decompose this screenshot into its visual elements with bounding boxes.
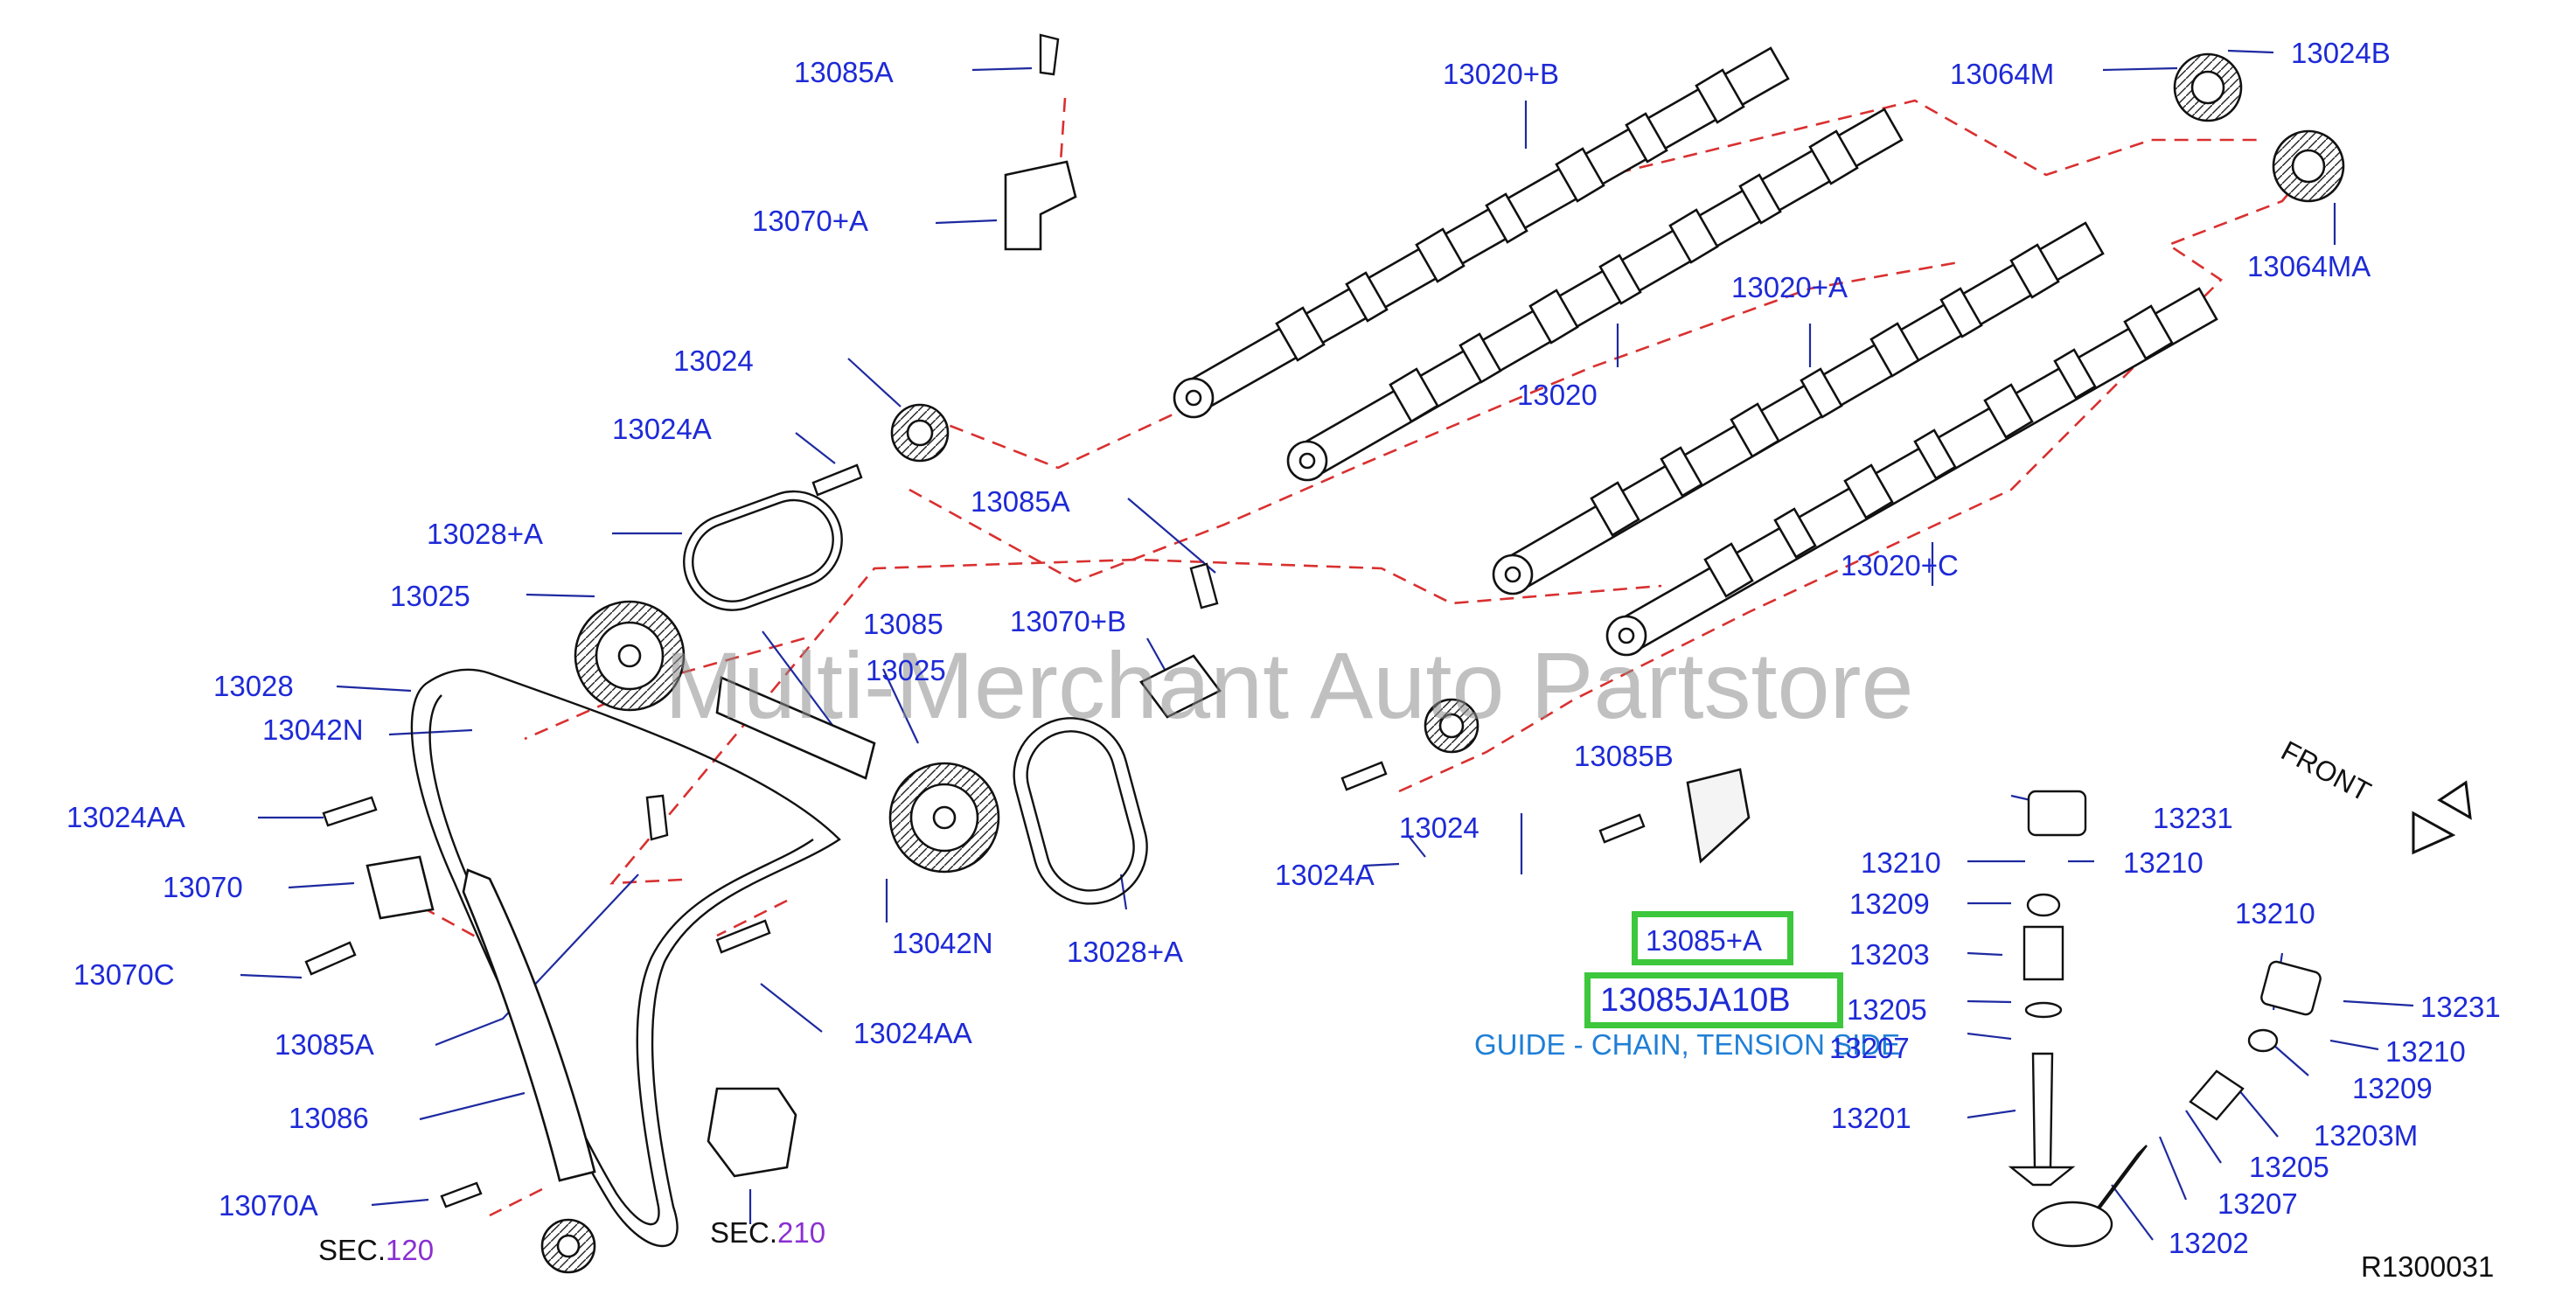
guide-13086 <box>462 868 596 1182</box>
label-13209-a[interactable]: 13209 <box>1849 888 1930 920</box>
label-13020pA[interactable]: 13020+A <box>1731 271 1848 303</box>
sprockets <box>540 52 2345 1274</box>
watermark-text: Multi-Merchant Auto Partstore <box>665 632 1914 738</box>
label-13020[interactable]: 13020 <box>1517 379 1598 411</box>
label-13070pA[interactable]: 13070+A <box>752 205 869 237</box>
valve-train <box>2008 790 2322 1248</box>
label-13205-b[interactable]: 13205 <box>2249 1151 2329 1183</box>
label-13025-left[interactable]: 13025 <box>390 580 470 612</box>
label-13210-b[interactable]: 13210 <box>2123 846 2204 879</box>
label-13085pA[interactable]: 13085+A <box>1646 924 1763 957</box>
label-13086[interactable]: 13086 <box>289 1102 369 1134</box>
tensioner-13070pB <box>1139 654 1222 719</box>
label-sec120: SEC.120 <box>318 1236 434 1264</box>
label-13020pC[interactable]: 13020+C <box>1841 549 1959 581</box>
label-13064M[interactable]: 13064M <box>1950 58 2055 90</box>
guide-13085 <box>715 676 876 780</box>
sec120-number[interactable]: 120 <box>386 1234 435 1266</box>
sprocket-13025-upper <box>574 600 686 712</box>
leader-lines <box>240 49 2414 1241</box>
highlight-box-part <box>1632 911 1793 965</box>
label-13085A-mid[interactable]: 13085A <box>971 485 1070 518</box>
label-13210-d[interactable]: 13210 <box>2385 1035 2466 1068</box>
label-13085[interactable]: 13085 <box>863 608 943 640</box>
label-13201[interactable]: 13201 <box>1831 1102 1911 1134</box>
label-13085B[interactable]: 13085B <box>1574 740 1674 772</box>
label-13024AA-left[interactable]: 13024AA <box>66 801 185 833</box>
camshaft-13020 <box>1286 108 1904 482</box>
crank-sprocket-sec120 <box>540 1218 596 1274</box>
highlight-box-code <box>1584 972 1843 1028</box>
label-13085A-low[interactable]: 13085A <box>275 1028 374 1061</box>
tensioner-13070pA <box>1004 160 1077 251</box>
label-13024AA-mid[interactable]: 13024AA <box>853 1017 972 1049</box>
label-13207-a[interactable]: 13207 <box>1829 1032 1910 1064</box>
label-13028pA-low[interactable]: 13028+A <box>1067 936 1184 968</box>
label-13070A[interactable]: 13070A <box>219 1189 318 1222</box>
sec210-prefix: SEC. <box>710 1216 778 1249</box>
label-13203M[interactable]: 13203M <box>2314 1119 2419 1152</box>
front-arrow-icon <box>2412 780 2472 855</box>
label-13210-a[interactable]: 13210 <box>1861 846 1941 879</box>
label-13042N-mid[interactable]: 13042N <box>892 927 993 959</box>
label-13070pB[interactable]: 13070+B <box>1010 605 1127 637</box>
label-13024A-top[interactable]: 13024A <box>612 413 712 445</box>
label-part-code[interactable]: 13085JA10B <box>1600 982 1791 1019</box>
label-13210-c[interactable]: 13210 <box>2235 897 2315 930</box>
chain-guides <box>366 160 1751 1182</box>
label-13024A-low[interactable]: 13024A <box>1275 859 1375 891</box>
tensioner-13070 <box>366 855 435 920</box>
label-13024-low[interactable]: 13024 <box>1399 811 1479 844</box>
label-13203[interactable]: 13203 <box>1849 938 1930 971</box>
sprocket-13064M <box>2173 52 2243 122</box>
timing-chains <box>410 490 1148 1248</box>
label-13205-a[interactable]: 13205 <box>1847 993 1927 1026</box>
sec210-number[interactable]: 210 <box>777 1216 826 1249</box>
sec210-part <box>707 1087 797 1178</box>
label-13064MA[interactable]: 13064MA <box>2247 250 2371 282</box>
sprocket-13024-lower <box>1424 698 1479 754</box>
label-sec210: SEC.210 <box>710 1218 825 1247</box>
camshafts <box>1173 46 2218 657</box>
sprocket-13064MA <box>2272 129 2345 203</box>
guide-13085pA <box>1686 768 1751 864</box>
label-13028pA-top[interactable]: 13028+A <box>427 518 544 550</box>
label-13209-b[interactable]: 13209 <box>2352 1072 2433 1104</box>
sec120-prefix: SEC. <box>318 1234 386 1266</box>
label-13025-mid[interactable]: 13025 <box>866 654 946 686</box>
label-13207-b[interactable]: 13207 <box>2217 1187 2298 1220</box>
part-description: GUIDE - CHAIN, TENSION SIDE <box>1474 1028 1901 1061</box>
label-13024B[interactable]: 13024B <box>2291 37 2391 69</box>
label-13202[interactable]: 13202 <box>2169 1227 2249 1259</box>
label-13231-top[interactable]: 13231 <box>2153 802 2233 834</box>
bolts <box>304 33 1646 1208</box>
camshaft-13020pC <box>1605 287 2218 657</box>
label-13085A-top[interactable]: 13085A <box>794 56 894 88</box>
label-13028[interactable]: 13028 <box>213 670 294 702</box>
sprocket-13025-lower <box>888 762 1000 874</box>
label-13070[interactable]: 13070 <box>163 871 243 903</box>
label-13042N-left[interactable]: 13042N <box>262 714 364 746</box>
sprocket-13024-upper <box>890 403 950 463</box>
label-13024-top[interactable]: 13024 <box>673 345 754 377</box>
label-13231-right[interactable]: 13231 <box>2420 991 2501 1023</box>
diagram-id: R1300031 <box>2361 1250 2495 1283</box>
camshaft-13020pB <box>1173 46 1790 419</box>
label-13070C[interactable]: 13070C <box>73 958 175 991</box>
label-13020pB[interactable]: 13020+B <box>1443 58 1560 90</box>
camshaft-13020pA <box>1492 221 2105 595</box>
